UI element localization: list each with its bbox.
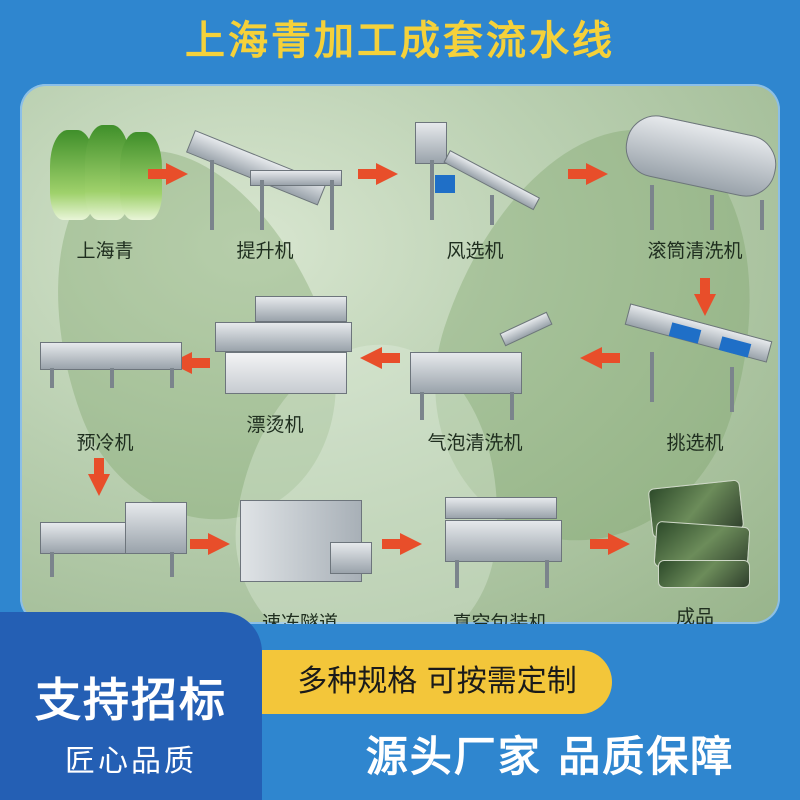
spec-banner-text: 多种规格 可按需定制 [297, 664, 577, 699]
elevator-machine-image [186, 120, 342, 230]
step-precooler: 预冷机 [20, 312, 190, 455]
strong-cooler-machine-image [30, 492, 187, 602]
step-label: 挑选机 [666, 432, 724, 454]
air-separator-machine-image [400, 120, 550, 230]
precooler-machine-image [30, 312, 182, 422]
frozen-bags-image [620, 479, 770, 590]
step-bubble-washer: 气泡清洗机 [390, 311, 560, 455]
bidding-badge [0, 612, 262, 800]
step-air-separator: 风选机 [390, 120, 560, 263]
step-label: 风选机 [446, 240, 504, 262]
step-label: 漂烫机 [246, 414, 304, 436]
bidding-badge-text: 支持招标 [35, 673, 227, 727]
step-blanching: 漂烫机 [190, 294, 360, 437]
step-label: 提升机 [236, 240, 294, 262]
step-label: 真空包装机 [452, 612, 548, 624]
quick-freeze-tunnel-image [225, 492, 375, 602]
step-label: 速冻隧道 [261, 612, 338, 624]
blanching-machine-image [200, 294, 352, 404]
sorting-machine-image [620, 303, 773, 422]
drum-washer-machine-image [620, 109, 780, 230]
craftsmanship-text: 匠心品质 [65, 744, 197, 779]
step-finished-product: 成品 [610, 479, 780, 624]
step-elevator: 提升机 [180, 120, 350, 263]
step-sorting: 挑选机 [610, 303, 780, 455]
bubble-washer-machine-image [400, 311, 553, 422]
step-drum-washer: 滚筒清洗机 [610, 109, 780, 263]
vacuum-packer-machine-image [425, 492, 575, 602]
step-quick-freeze-tunnel: 速冻隧道 [215, 492, 385, 624]
step-label: 气泡清洗机 [427, 432, 523, 454]
step-bok-choy: 上海青 [20, 120, 190, 263]
process-panel: 上海青 提升机 风选机 [20, 84, 780, 624]
step-label: 预冷机 [76, 432, 134, 454]
step-strong-cooler: 强冷机 [20, 492, 190, 624]
step-label: 成品 [675, 606, 714, 624]
step-label: 上海青 [76, 240, 134, 262]
step-label: 滚筒清洗机 [647, 240, 743, 262]
factory-slogan: 源头厂家 品质保障 [365, 732, 735, 781]
step-vacuum-packer: 真空包装机 [415, 492, 585, 624]
spec-banner [262, 650, 612, 714]
page-title: 上海青加工成套流水线 [185, 18, 615, 64]
